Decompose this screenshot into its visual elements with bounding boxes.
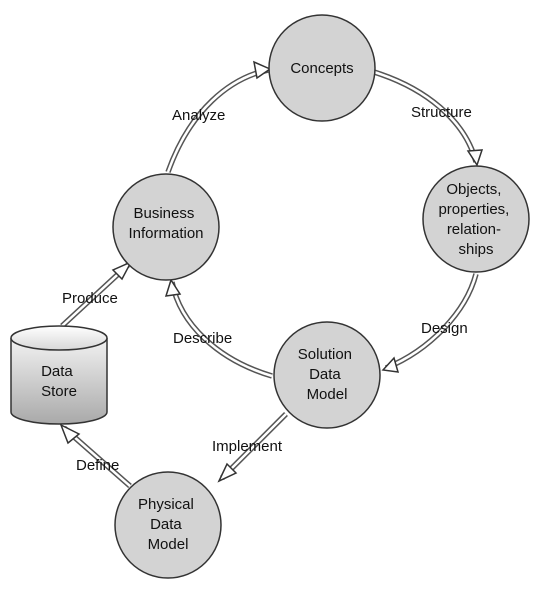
- node-solution: [273, 321, 381, 429]
- arrowhead-describe: [164, 278, 182, 297]
- node-business: [112, 173, 220, 281]
- arrowhead-produce: [111, 260, 133, 281]
- label-define: Define: [76, 457, 119, 474]
- arrowhead-structure: [466, 149, 484, 167]
- node-datastore: [10, 325, 108, 425]
- label-physical: Physical Data Model: [138, 496, 198, 553]
- label-design: Design: [421, 320, 468, 337]
- arrowhead-define: [59, 423, 81, 445]
- label-implement: Implement: [212, 438, 283, 455]
- label-datastore: Data Store: [41, 363, 77, 400]
- arrowhead-implement: [217, 462, 238, 483]
- node-objects: [422, 165, 530, 273]
- label-concepts: Concepts: [290, 60, 353, 77]
- label-solution: Solution Data Model: [298, 346, 356, 403]
- node-physical: [114, 471, 222, 579]
- label-describe: Describe: [173, 330, 232, 347]
- label-business: Business Information: [128, 205, 203, 242]
- arrowhead-analyze: [253, 60, 272, 80]
- label-objects: Objects, properties, relation- ships: [438, 181, 513, 258]
- label-structure: Structure: [411, 104, 472, 121]
- label-analyze: Analyze: [172, 107, 225, 124]
- arrowhead-design: [381, 356, 400, 373]
- edge-describe: [169, 281, 273, 379]
- label-produce: Produce: [62, 290, 118, 307]
- node-concepts: [268, 14, 376, 122]
